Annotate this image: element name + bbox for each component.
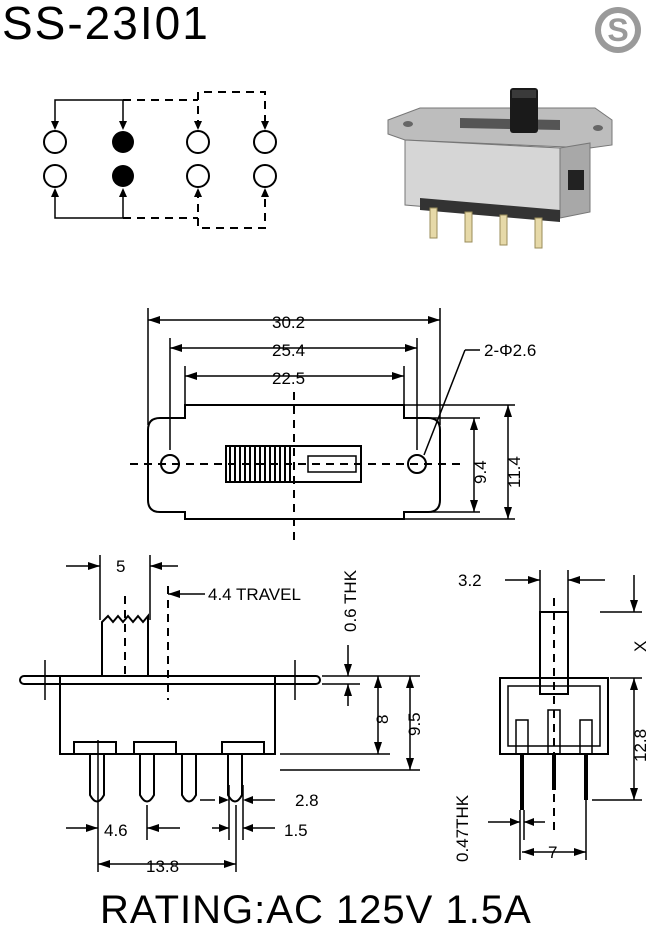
rating-text: RATING:AC 125V 1.5A	[100, 888, 532, 932]
top-view-drawing	[130, 308, 515, 540]
travel-label: 4.4 TRAVEL	[208, 585, 301, 604]
dim-5: 5	[116, 557, 125, 576]
dim-4-6: 4.6	[104, 821, 128, 840]
logo-letter: S	[607, 12, 628, 48]
side-view-drawing	[19, 555, 420, 872]
dim-3-2: 3.2	[458, 571, 482, 590]
dim-12-8: 12.8	[631, 729, 648, 762]
end-view-drawing	[488, 570, 642, 860]
dim-25-4: 25.4	[272, 341, 305, 360]
dim-22-5: 22.5	[272, 369, 305, 388]
dim-7: 7	[548, 843, 557, 862]
dim-8: 8	[373, 715, 392, 724]
dim-11-4: 11.4	[505, 456, 524, 488]
dim-0-6-thk: 0.6 THK	[341, 569, 360, 632]
switch-render-image	[387, 88, 613, 249]
dim-x: X	[631, 641, 648, 652]
dim-13-8: 13.8	[146, 857, 179, 876]
thk-label: 0.47THK	[453, 794, 472, 862]
dim-9-4: 9.4	[471, 460, 490, 484]
dim-1-5: 1.5	[284, 821, 308, 840]
hole-label: 2-Φ2.6	[484, 341, 536, 360]
dim-9-5: 9.5	[405, 712, 424, 736]
pin-schematic	[43, 91, 277, 229]
dim-2-8: 2.8	[295, 791, 319, 810]
brand-logo-icon: S	[595, 7, 641, 53]
part-number-title: SS-23I01	[2, 0, 210, 49]
dim-30-2: 30.2	[272, 313, 305, 332]
